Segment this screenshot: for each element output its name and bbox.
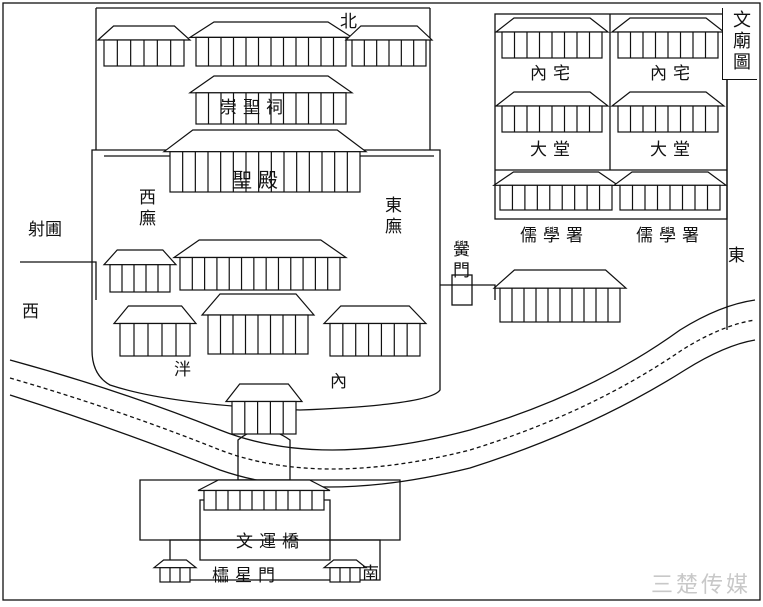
da-tang-west (494, 91, 610, 133)
east-wing-label: 東廡 (381, 196, 401, 238)
lingxing-gate (224, 383, 304, 435)
ru-xue-1-label: 儒學署 (520, 226, 589, 246)
north-building-east (344, 25, 434, 67)
south-pavilion-west (152, 559, 198, 583)
middle-gate (172, 239, 348, 291)
west-gatehouse (112, 305, 198, 357)
ximen-label: 黌門 (449, 240, 469, 282)
chongsheng-hall (188, 75, 354, 125)
shengdian-label: 聖殿 (232, 168, 284, 192)
west-wing-label: 西廡 (135, 188, 155, 230)
nei-zhai-west (494, 17, 610, 59)
south-pavilion-east (322, 559, 368, 583)
ru-xue-east (612, 171, 728, 211)
north-building-west (96, 25, 192, 67)
river-bank-north (9, 299, 756, 451)
west-label: 西 (22, 302, 39, 322)
ru-xue-west (492, 171, 620, 211)
nei-label: 內 (330, 372, 347, 392)
central-gatehouse (200, 293, 316, 355)
north-building-center (187, 21, 355, 67)
bridge (237, 429, 291, 481)
nei-zhai-east (610, 17, 726, 59)
east-office (492, 269, 628, 323)
east-label: 東 (728, 246, 745, 266)
south-label: 南 (362, 564, 379, 584)
ru-xue-2-label: 儒學署 (636, 226, 705, 246)
wenchang-bridge-label: 文運橋 (236, 532, 305, 552)
watermark: 三楚传媒 (650, 573, 751, 598)
da-tang-1-label: 大堂 (530, 140, 576, 160)
chongsheng-label: 崇聖祠 (220, 98, 289, 118)
nei-zhai-2-label: 內宅 (650, 64, 696, 84)
west-pavilion (102, 249, 178, 293)
main-hall (162, 129, 368, 193)
temple-wall (91, 149, 441, 411)
map-title: 文廟圖 (722, 8, 757, 80)
south-gate (197, 479, 331, 511)
da-tang-east (610, 91, 726, 133)
river-bank-south (9, 339, 756, 488)
nei-zhai-1-label: 內宅 (530, 64, 576, 84)
pan-label: 泮 (174, 360, 191, 380)
north-label: 北 (340, 12, 357, 32)
da-tang-2-label: 大堂 (650, 140, 696, 160)
sheguan-label: 射圃 (28, 220, 62, 240)
east-gatehouse (322, 305, 428, 357)
bottom-gate-label: 櫺星門 (212, 566, 281, 586)
